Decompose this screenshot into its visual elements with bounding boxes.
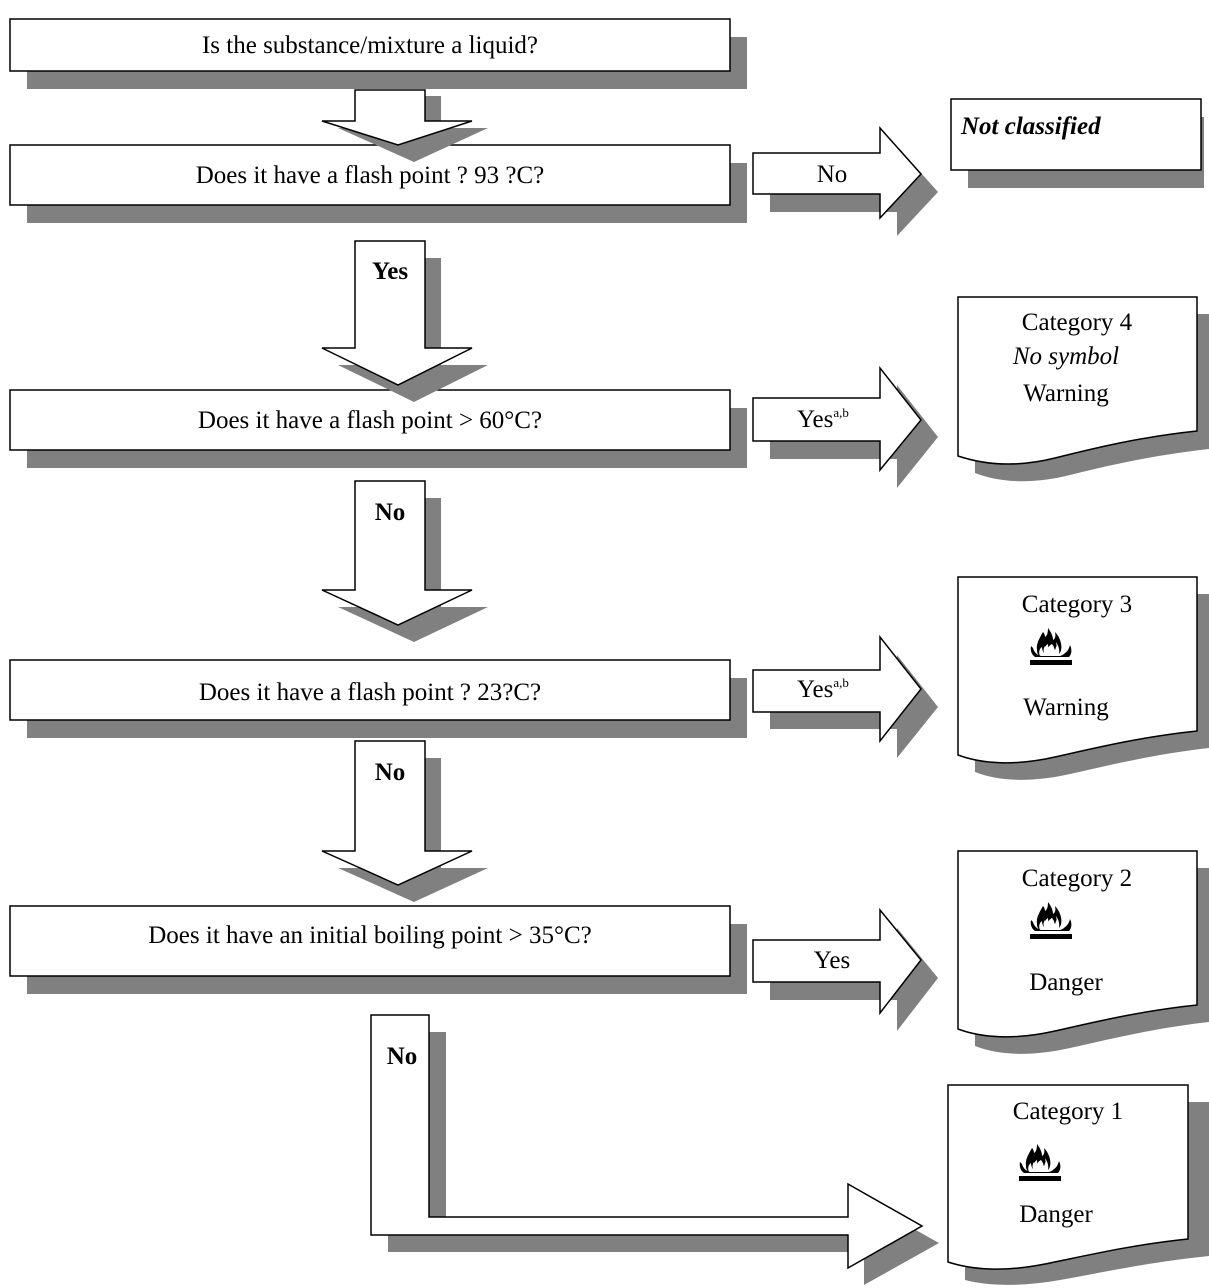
category-2-signal: Danger (1029, 969, 1103, 996)
category-4-title: Category 4 (1022, 309, 1133, 336)
right-label-yes-1: Yesa,b (797, 405, 849, 433)
right-arrow-yes-3: Yes (752, 907, 938, 1031)
question-text-flash-60: Does it have a flash point > 60°C? (198, 407, 542, 434)
down-label-no-1: No (375, 499, 406, 526)
right-label-no: No (817, 161, 848, 188)
category-3-title: Category 3 (1022, 591, 1132, 618)
right-arrow-yes-1: Yesa,b (752, 365, 938, 488)
result-category-3: Category 3 Warning (957, 576, 1209, 780)
category-3-signal: Warning (1023, 694, 1109, 721)
down-arrow-yes: Yes (321, 240, 488, 402)
category-4-symbol: No symbol (1012, 343, 1119, 370)
question-text-boiling-35: Does it have an initial boiling point > … (148, 922, 591, 949)
right-label-yes-2: Yesa,b (797, 675, 849, 703)
question-text-flash-93: Does it have a flash point ? 93 ?C? (196, 162, 545, 189)
down-arrow-no-1: No (321, 480, 488, 642)
result-category-1: Category 1 Danger (947, 1084, 1209, 1285)
question-box-flash-60: Does it have a flash point > 60°C? (9, 389, 747, 468)
right-arrow-no: No (752, 126, 938, 236)
down-label-yes: Yes (372, 258, 408, 285)
down-arrow-1 (321, 89, 488, 162)
down-arrow-no-2: No (321, 740, 488, 902)
question-box-boiling-35: Does it have an initial boiling point > … (9, 905, 747, 994)
question-text-liquid: Is the substance/mixture a liquid? (202, 32, 538, 59)
question-text-flash-23: Does it have a flash point ? 23?C? (199, 679, 541, 706)
down-label-no-2: No (375, 759, 406, 786)
right-arrow-yes-2: Yesa,b (752, 634, 938, 758)
right-label-yes-3: Yes (814, 947, 850, 974)
category-4-signal: Warning (1023, 380, 1109, 407)
category-1-title: Category 1 (1013, 1098, 1123, 1125)
result-text-not-classified: Not classified (960, 113, 1101, 140)
category-1-signal: Danger (1019, 1201, 1093, 1228)
result-category-4: Category 4 No symbol Warning (957, 296, 1209, 482)
result-not-classified: Not classified (950, 98, 1204, 188)
question-box-flash-23: Does it have a flash point ? 23?C? (9, 659, 747, 738)
bent-arrow-no: No (370, 1014, 939, 1285)
question-box-liquid: Is the substance/mixture a liquid? (9, 18, 747, 89)
question-box-flash-93: Does it have a flash point ? 93 ?C? (9, 144, 747, 223)
down-label-no-3: No (387, 1043, 418, 1070)
result-category-2: Category 2 Danger (957, 850, 1209, 1054)
category-2-title: Category 2 (1022, 865, 1132, 892)
